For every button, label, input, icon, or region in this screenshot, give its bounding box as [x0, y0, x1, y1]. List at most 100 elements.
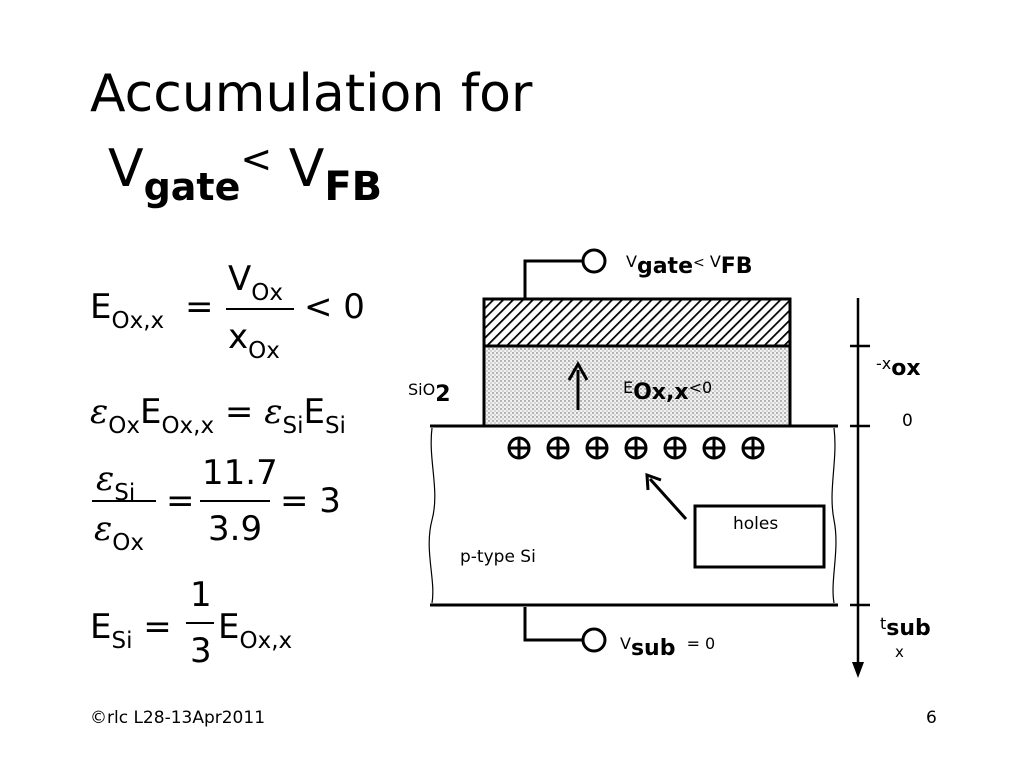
eq1-den: x: [228, 317, 249, 357]
sio2-sub: 2: [435, 382, 451, 407]
gate-voltage-label: Vgate< VFB: [626, 250, 753, 278]
eq3-num-eps: ε: [96, 459, 115, 499]
hole-symbol: [507, 436, 531, 460]
footer-copyright: ©rlc L28-13Apr2011: [90, 708, 266, 728]
hole-symbol: [702, 436, 726, 460]
gate-label-gate: gate: [636, 254, 693, 279]
eq3-bar1: [92, 500, 156, 502]
field-ox: Ox,x: [633, 380, 689, 405]
sub-label-eq: = 0: [686, 634, 716, 653]
slide-subtitle: Vgate< VFB: [108, 140, 382, 207]
gate-terminal: [581, 248, 607, 274]
eq4-E: E: [90, 607, 112, 647]
eq1-fraction-bar: [226, 308, 294, 310]
eq2-sub1: Ox: [108, 413, 140, 439]
hole-symbol: [546, 436, 570, 460]
axis-t: t: [880, 614, 887, 633]
field-E: E: [623, 378, 634, 397]
eq1-sub: Ox,x: [111, 308, 165, 334]
axis-neg-x: -x: [876, 354, 892, 373]
eq2: εOxEOx,x = εSiESi: [90, 395, 346, 438]
eq3-equals1: =: [166, 481, 195, 521]
holes-pointer: [648, 477, 688, 521]
title-v1: V: [108, 139, 144, 199]
eq3-den1: εOx: [94, 512, 144, 555]
eq4-den: 3: [190, 631, 212, 671]
holes-pointer-head: [645, 472, 662, 491]
eq3-num1: εSi: [96, 462, 135, 505]
eq1-numerator: VOx: [228, 262, 283, 305]
eq2-E1: E: [139, 392, 162, 432]
substrate-left-edge: [428, 427, 436, 604]
eq4-num: 1: [190, 575, 212, 615]
holes-box: [693, 504, 826, 569]
eq4-lhs: ESi =: [90, 610, 172, 653]
sub-label-sub: sub: [630, 636, 676, 661]
field-label: EOx,x<0: [623, 376, 713, 404]
x-axis-arrowhead: [852, 662, 864, 678]
holes-row: [507, 436, 765, 460]
sio2-main: SiO: [408, 380, 436, 399]
axis-neg-xox-label: -xox: [876, 352, 921, 380]
slide-number: 6: [926, 708, 937, 728]
eq4-bar: [186, 622, 214, 624]
eq2-equals: =: [224, 392, 254, 432]
eq2-sub4: Si: [324, 413, 346, 439]
eq4-rhs: EOx,x: [218, 610, 292, 653]
eq4-sub: Si: [111, 628, 133, 654]
substrate-label: p-type Si: [460, 547, 536, 567]
gate-label-fb: FB: [720, 254, 753, 279]
eq3-rhs: = 3: [280, 481, 341, 521]
title-gate-sub: gate: [143, 165, 241, 209]
eq3-bar2: [200, 500, 270, 502]
eq2-sub2: Ox,x: [161, 413, 215, 439]
title-lt: <: [240, 137, 273, 181]
field-arrowhead: [567, 360, 589, 381]
axis-tsub-label: tsub: [880, 612, 931, 640]
eq4-sub2: Ox,x: [239, 628, 293, 654]
field-rest: <0: [688, 378, 713, 397]
hole-symbol: [741, 436, 765, 460]
eq2-sub3: Si: [282, 413, 304, 439]
gate-label-lt: <: [692, 255, 705, 271]
gate-wire: [523, 259, 582, 298]
eq3-den2: 3.9: [208, 509, 263, 549]
eq3-num-sub: Si: [114, 480, 136, 506]
gate-label-v: V: [626, 252, 637, 271]
eq2-eps1: ε: [90, 392, 109, 432]
eq3-den-sub: Ox: [112, 530, 144, 556]
slide-title: Accumulation for: [90, 64, 533, 124]
substrate-right-edge: [831, 427, 837, 604]
eq3-den-eps: ε: [94, 509, 113, 549]
gate-metal: [482, 297, 792, 348]
sub-label-v: V: [620, 634, 631, 653]
title-v2: V: [288, 139, 325, 199]
eq1-lhs: EOx,x =: [90, 290, 213, 333]
hole-symbol: [585, 436, 609, 460]
eq3-num2: 11.7: [202, 453, 278, 493]
holes-label: holes: [733, 514, 779, 534]
eq1-E: E: [90, 287, 112, 327]
axis-x-label: x: [895, 643, 904, 661]
sub-voltage-label: Vsub = 0: [620, 632, 716, 660]
sub-wire: [523, 607, 582, 642]
eq1-denominator: xOx: [228, 320, 280, 363]
sio2-label: SiO2: [408, 378, 451, 406]
eq4-equals: =: [143, 607, 172, 647]
eq1-num-sub: Ox: [251, 280, 283, 306]
gate-label-v2: V: [709, 252, 721, 271]
eq1-num: V: [228, 259, 252, 299]
eq1-equals: =: [184, 287, 214, 327]
axis-ox: ox: [891, 356, 921, 381]
eq1-den-sub: Ox: [248, 338, 280, 364]
eq2-E2: E: [303, 392, 325, 432]
axis-zero-label: 0: [902, 411, 913, 431]
eq2-eps2: ε: [264, 392, 283, 432]
hole-symbol: [663, 436, 687, 460]
eq4-E2: E: [218, 607, 240, 647]
eq1-rhs: < 0: [304, 287, 365, 327]
axis-sub: sub: [886, 616, 931, 641]
sub-terminal: [581, 627, 607, 653]
